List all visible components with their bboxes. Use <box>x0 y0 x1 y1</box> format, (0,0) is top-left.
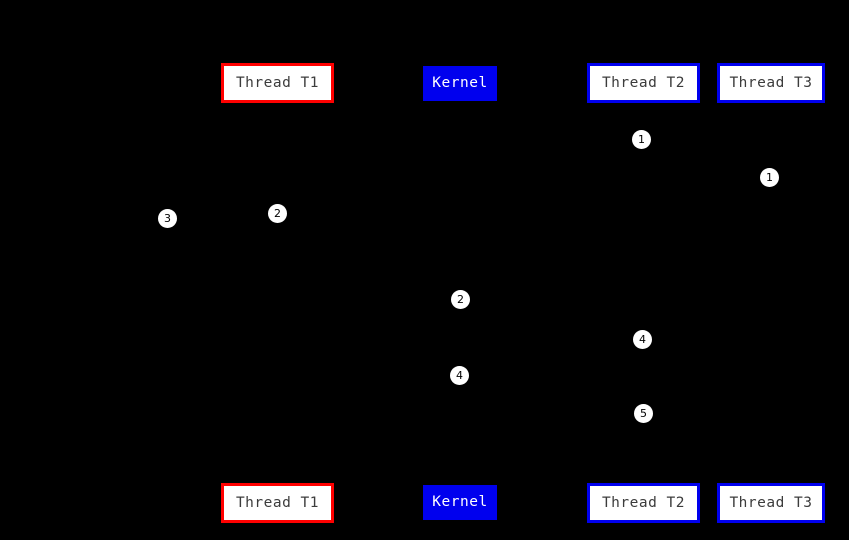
sequence-marker-number: 4 <box>639 333 646 346</box>
participant-label-thread-t1-top: Thread T1 <box>235 74 320 91</box>
message-arrow <box>460 339 643 340</box>
participant-label-kernel-top: Kernel <box>432 75 488 92</box>
sequence-marker-number: 1 <box>766 171 773 184</box>
sequence-marker-number: 3 <box>164 212 171 225</box>
participant-label-thread-t2-top: Thread T2 <box>601 74 686 91</box>
participant-box-thread-t2-top[interactable]: Thread T2 <box>587 63 700 103</box>
message-arrow <box>643 139 770 140</box>
sequence-marker-4-kernel: 4 <box>450 366 469 385</box>
lifeline-thread-t1 <box>277 103 278 483</box>
sequence-marker-number: 1 <box>638 133 645 146</box>
lifeline-thread-t2 <box>643 103 644 483</box>
participant-box-thread-t2-bottom[interactable]: Thread T2 <box>587 483 700 523</box>
participant-box-kernel-top[interactable]: Kernel <box>423 66 497 101</box>
participant-label-thread-t2-bottom: Thread T2 <box>601 494 686 511</box>
sequence-marker-5-t2: 5 <box>634 404 653 423</box>
message-arrow <box>277 213 643 214</box>
participant-box-thread-t1-bottom[interactable]: Thread T1 <box>221 483 334 523</box>
message-arrow <box>460 413 643 414</box>
sequence-marker-3-t1-left: 3 <box>158 209 177 228</box>
sequence-marker-number: 4 <box>456 369 463 382</box>
sequence-marker-number: 2 <box>274 207 281 220</box>
message-arrow <box>277 299 460 300</box>
participant-box-thread-t3-top[interactable]: Thread T3 <box>717 63 825 103</box>
sequence-marker-2-t1: 2 <box>268 204 287 223</box>
participant-box-thread-t3-bottom[interactable]: Thread T3 <box>717 483 825 523</box>
participant-label-kernel-bottom: Kernel <box>432 494 488 511</box>
participant-label-thread-t1-bottom: Thread T1 <box>235 494 320 511</box>
sequence-marker-1-t3: 1 <box>760 168 779 187</box>
message-arrow <box>277 375 460 376</box>
participant-label-thread-t3-top: Thread T3 <box>729 74 813 91</box>
participant-box-kernel-bottom[interactable]: Kernel <box>423 485 497 520</box>
sequence-marker-number: 2 <box>457 293 464 306</box>
participant-label-thread-t3-bottom: Thread T3 <box>729 494 813 511</box>
participant-box-thread-t1-top[interactable]: Thread T1 <box>221 63 334 103</box>
sequence-marker-1-t2: 1 <box>632 130 651 149</box>
sequence-marker-2-kernel: 2 <box>451 290 470 309</box>
sequence-marker-4-t2: 4 <box>633 330 652 349</box>
message-arrow <box>167 218 277 219</box>
lifeline-thread-t3 <box>770 103 771 483</box>
sequence-marker-number: 5 <box>640 407 647 420</box>
